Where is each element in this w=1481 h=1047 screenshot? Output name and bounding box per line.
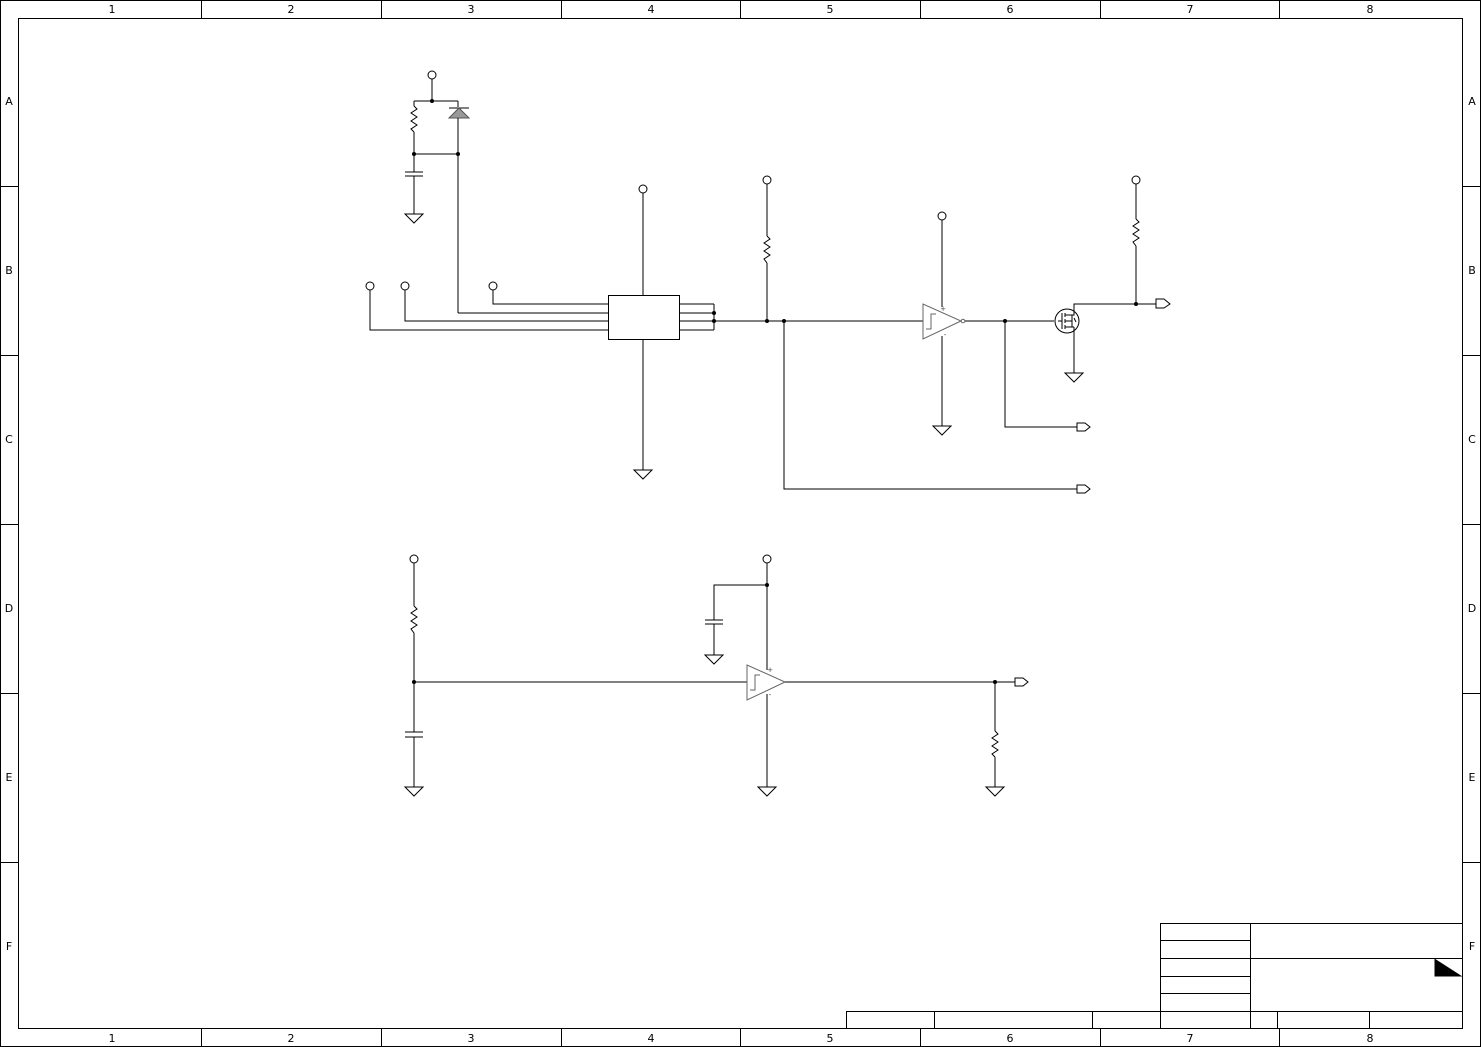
col-label: 1 [109,1032,116,1045]
power-terminal [638,184,648,194]
row-label: E [6,771,13,784]
row-label: C [5,433,13,446]
plus-pin-label: + [940,305,946,313]
row-labels-left: A B C D E F [5,95,13,953]
power-terminal [762,175,772,185]
col-label: 2 [288,1032,295,1045]
power-terminal [409,554,419,564]
diode-icon [447,107,471,119]
resistor-icon [410,605,418,634]
column-labels-top: 1 2 3 4 5 6 7 8 [109,3,1374,16]
plus-pin-label: + [767,666,773,674]
resistor-icon [1132,218,1140,247]
ic-block [608,184,716,480]
ground-icon [756,786,778,797]
power-terminal [427,70,437,80]
minus-pin-label: - [769,691,772,699]
mosfet-icon [1054,308,1080,334]
ground-icon [703,654,725,665]
comparator-icon: + - [746,664,787,701]
col-label: 3 [468,3,475,16]
row-label: E [1469,771,1476,784]
row-label: A [5,95,13,108]
col-label: 7 [1187,1032,1194,1045]
ground-icon [632,469,654,480]
ic-input-wires [365,281,609,331]
row-label: F [1469,940,1475,953]
col-label: 6 [1007,1032,1014,1045]
rc-diode-network [403,70,471,313]
resistor-icon [991,730,999,758]
output-port-icon [1076,422,1091,432]
output-port-icon [1155,298,1171,309]
resistor-icon [410,105,418,133]
col-label: 3 [468,1032,475,1045]
col-label: 5 [827,3,834,16]
col-label: 4 [648,3,655,16]
rc-timer-section [403,554,747,797]
minus-pin-label: - [944,331,947,339]
capacitor-icon [405,171,423,177]
title-block [846,923,1463,1029]
comparator-icon: + - [922,303,966,340]
ic-body [608,295,680,340]
power-terminal [762,554,772,564]
col-label: 5 [827,1032,834,1045]
row-label: A [1468,95,1476,108]
output-port-icon [1076,484,1091,494]
output-port-icon [1014,677,1029,687]
row-label: B [5,264,13,277]
capacitor-icon [705,619,723,625]
col-label: 8 [1367,1032,1374,1045]
lower-comparator-section: + - [703,554,1029,797]
col-label: 1 [109,3,116,16]
row-label: B [1468,264,1476,277]
col-label: 6 [1007,3,1014,16]
power-terminal [1131,175,1141,185]
ground-icon [403,213,425,224]
resistor-icon [763,235,771,264]
input-terminal [488,281,498,291]
col-label: 8 [1367,3,1374,16]
col-label: 2 [288,3,295,16]
row-label: C [1468,433,1476,446]
col-label: 7 [1187,3,1194,16]
row-label: D [5,602,13,615]
ground-icon [984,786,1006,797]
ground-icon [931,425,953,436]
ground-icon [403,786,425,797]
column-labels-bottom: 1 2 3 4 5 6 7 8 [109,1032,1374,1045]
input-terminal [400,281,410,291]
row-label: D [1468,602,1476,615]
row-label: F [6,940,12,953]
comparator-section: + - [714,175,1091,494]
capacitor-icon [405,731,423,738]
mosfet-driver [1054,175,1171,383]
input-terminal [365,281,375,291]
ground-icon [1063,372,1085,383]
row-labels-right: A B C D E F [1468,95,1476,953]
power-terminal [937,211,947,221]
col-label: 4 [648,1032,655,1045]
